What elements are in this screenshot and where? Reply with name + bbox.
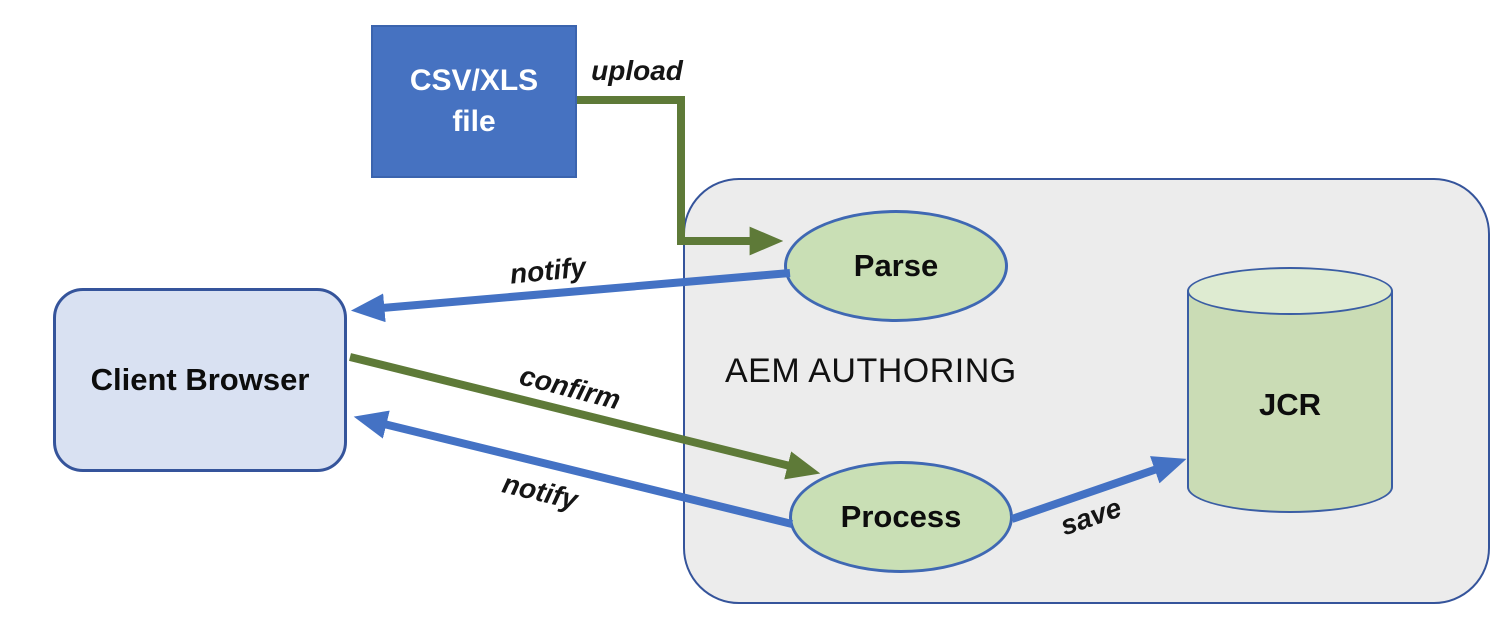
node-jcr: JCR [1187, 267, 1393, 513]
notify-process-edge-label: notify [499, 467, 581, 516]
jcr-cylinder-body [1187, 291, 1393, 513]
node-parse: Parse [784, 210, 1008, 322]
upload-edge-label: upload [591, 55, 683, 86]
node-csv-file: CSV/XLS file [371, 25, 577, 178]
parse-label: Parse [853, 248, 939, 283]
csv-file-label: CSV/XLS file [409, 64, 539, 138]
aem-authoring-label: AEM AUTHORING [725, 352, 1017, 390]
confirm-edge-label: confirm [516, 359, 624, 416]
process-label: Process [840, 499, 962, 534]
client-browser-label: Client Browser [90, 362, 310, 397]
jcr-label: JCR [1258, 387, 1321, 422]
notify-parse-edge-label: notify [508, 251, 588, 290]
node-client-browser: Client Browser [53, 288, 347, 472]
node-process: Process [789, 461, 1013, 573]
jcr-cylinder-top [1187, 267, 1393, 315]
